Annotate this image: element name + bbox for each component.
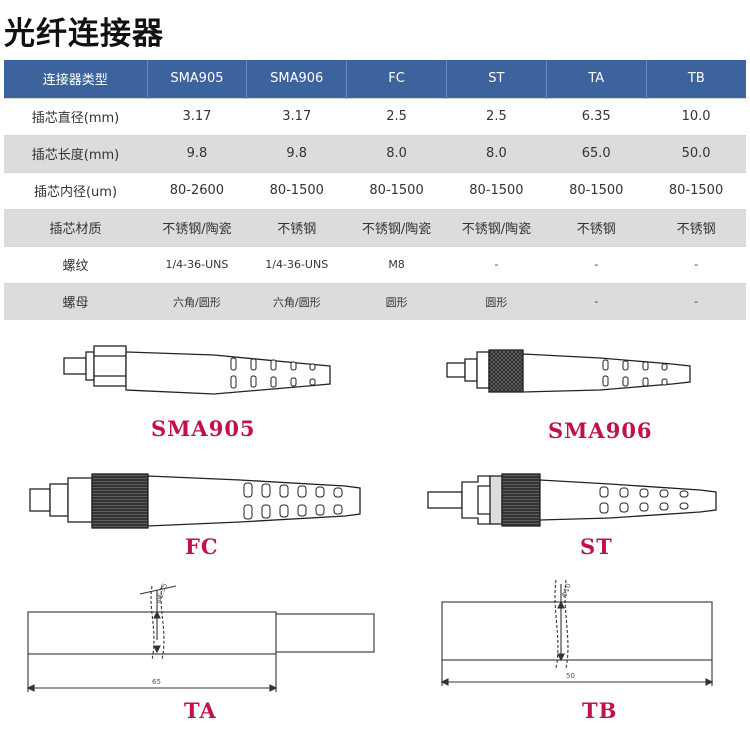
caption-sma905: SMA905 [151,416,256,441]
row-label: 螺纹 [4,245,147,283]
header-sma906: SMA906 [246,60,348,98]
table-cell: 不锈钢/陶瓷 [147,208,247,246]
tb-diameter-label: Φ10 [560,582,572,598]
table-cell: - [646,282,746,320]
caption-sma906: SMA906 [548,418,653,443]
header-fc: FC [346,60,447,98]
table-cell: 80-1500 [346,171,447,209]
table-cell: 8.0 [446,134,547,172]
table-row-nut: 螺母 六角/圆形 六角/圆形 圆形 圆形 - - [4,282,746,320]
caption-ta: TA [184,698,217,723]
header-ta: TA [546,60,647,98]
table-row-thread: 螺纹 1/4-36-UNS 1/4-36-UNS M8 - - - [4,245,746,283]
table-cell: 不锈钢 [546,208,647,246]
caption-st: ST [580,534,613,559]
ta-drawing [26,585,375,692]
table-cell: 80-2600 [147,171,247,209]
header-tb: TB [646,60,746,98]
table-cell: 不锈钢 [246,208,347,246]
table-cell: 2.5 [446,97,547,135]
table-header-row: 连接器类型 SMA905 SMA906 FC ST TA TB [4,60,746,98]
spec-table: 连接器类型 SMA905 SMA906 FC ST TA TB 插芯直径(mm)… [4,60,746,320]
table-cell: 2.5 [346,97,447,135]
page-title: 光纤连接器 [4,16,164,52]
table-row-ferrule-length: 插芯长度(mm) 9.8 9.8 8.0 8.0 65.0 50.0 [4,134,746,172]
table-cell: 不锈钢/陶瓷 [346,208,447,246]
ta-diameter-label: Φ6.35 [154,582,169,605]
fc-drawing [29,473,361,529]
row-label: 螺母 [4,282,147,320]
table-cell: 80-1500 [246,171,347,209]
table-cell: 80-1500 [646,171,746,209]
row-label: 插芯内径(um) [4,171,147,209]
table-cell: 8.0 [346,134,447,172]
table-cell: 圆形 [446,282,547,320]
table-row-ferrule-material: 插芯材质 不锈钢/陶瓷 不锈钢 不锈钢/陶瓷 不锈钢/陶瓷 不锈钢 不锈钢 [4,208,746,246]
caption-fc: FC [185,534,219,559]
table-cell: - [646,245,746,283]
table-cell: 6.35 [546,97,647,135]
table-cell: 9.8 [246,134,347,172]
table-cell: 1/4-36-UNS [246,245,347,283]
table-cell: - [546,282,647,320]
tb-length-label: 50 [566,672,575,680]
table-cell: 9.8 [147,134,247,172]
row-label: 插芯材质 [4,208,147,246]
tb-drawing [440,579,714,686]
table-cell: 10.0 [646,97,746,135]
table-cell: 1/4-36-UNS [147,245,247,283]
table-row-ferrule-inner-diameter: 插芯内径(um) 80-2600 80-1500 80-1500 80-1500… [4,171,746,209]
st-drawing [427,473,717,527]
table-row-ferrule-diameter: 插芯直径(mm) 3.17 3.17 2.5 2.5 6.35 10.0 [4,97,746,135]
table-cell: 65.0 [546,134,647,172]
table-cell: 50.0 [646,134,746,172]
sma906-drawing [446,349,691,393]
row-label: 插芯长度(mm) [4,134,147,172]
table-cell: 不锈钢 [646,208,746,246]
table-cell: 不锈钢/陶瓷 [446,208,547,246]
ta-length-label: 65 [152,678,161,686]
table-cell: - [446,245,547,283]
header-connector-type: 连接器类型 [4,60,148,98]
row-label: 插芯直径(mm) [4,97,147,135]
table-cell: M8 [346,245,447,283]
table-cell: 3.17 [147,97,247,135]
table-cell: 六角/圆形 [246,282,347,320]
table-cell: 六角/圆形 [147,282,247,320]
table-cell: 80-1500 [446,171,547,209]
header-st: ST [446,60,547,98]
caption-tb: TB [582,698,618,723]
table-cell: 圆形 [346,282,447,320]
table-cell: 80-1500 [546,171,647,209]
table-cell: - [546,245,647,283]
sma905-drawing [63,345,331,395]
table-cell: 3.17 [246,97,347,135]
header-sma905: SMA905 [147,60,248,98]
